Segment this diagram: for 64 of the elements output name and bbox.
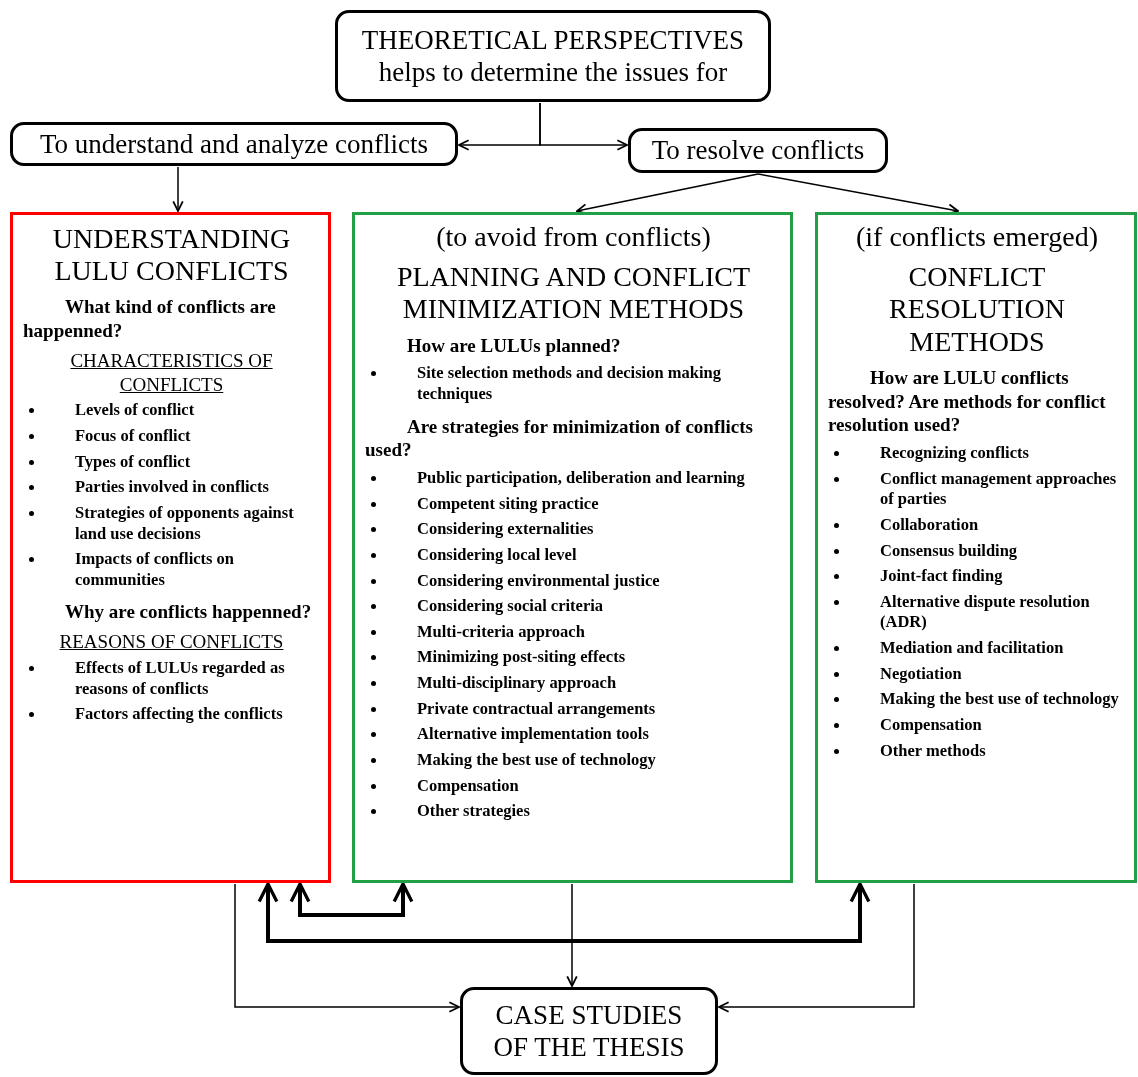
question-text: How are LULUs planned? — [406, 333, 622, 358]
panel-subtitle: (if conflicts emerged) — [854, 221, 1099, 254]
rounded-box — [335, 10, 771, 102]
box-label: To understand and analyze conflicts — [40, 127, 428, 161]
arrow — [539, 102, 628, 151]
bullet-item: Other strategies — [365, 801, 782, 822]
bullet-item: Private contractual arrangements — [365, 698, 782, 720]
arrow — [257, 882, 871, 943]
bullet-item: Competent siting practice — [365, 493, 782, 515]
bullet-item: Considering environmental justice — [365, 570, 782, 592]
panel-subtitle: (to avoid from conflicts) — [435, 221, 712, 254]
question-text: Why are conflicts happenned? — [64, 600, 313, 625]
rounded-box — [460, 987, 718, 1075]
rounded-box — [10, 122, 458, 166]
box-label: To resolve conflicts — [651, 134, 865, 167]
bullet-item: Considering externalities — [365, 519, 782, 540]
bullet-item: Parties involved in conflicts — [23, 477, 320, 498]
bullet-item: Compensation — [828, 714, 1126, 736]
bullet-item: Types of conflict — [23, 451, 320, 473]
bullet-item: Joint-fact finding — [828, 566, 1126, 587]
arrow — [172, 166, 184, 212]
section-heading: REASONS OF CONFLICTS — [58, 630, 285, 654]
question-text: How are LULU conflicts resolved? Are methods for conflict resolution used? — [828, 365, 1107, 437]
arrow — [718, 883, 915, 1013]
panel-heading: CONFLICT RESOLUTION METHODS — [888, 261, 1066, 358]
outlined-panel — [352, 212, 793, 883]
bullet-item: Considering local level — [365, 544, 782, 566]
arrow — [289, 882, 414, 917]
bullet-item: Site selection methods and decision making techniques — [365, 363, 782, 405]
bullet-item: Making the best use of technology — [828, 689, 1126, 710]
bullet-item: Effects of LULUs regarded as reasons of conflicts — [23, 657, 320, 700]
bullet-item: Other methods — [828, 740, 1126, 762]
outlined-panel — [10, 212, 331, 883]
bullet-item: Public participation, deliberation and learning — [365, 468, 782, 489]
bullet-item: Levels of conflict — [23, 400, 320, 421]
bullet-item: Conflict management approaches of parties — [828, 468, 1126, 510]
box-label: THEORETICAL PERSPECTIVES helps to determine the issues for — [360, 23, 746, 89]
panel-heading: UNDERSTANDING LULU CONFLICTS — [51, 223, 292, 288]
section-heading: CHARACTERISTICS OF CONFLICTS — [69, 348, 274, 397]
bullet-item: Recognizing conflicts — [828, 443, 1126, 464]
panel-heading: PLANNING AND CONFLICT MINIMIZATION METHODS — [395, 261, 752, 326]
question-text: What kind of conflicts are happenned? — [23, 295, 277, 343]
box-label: CASE STUDIES OF THE THESIS — [492, 998, 686, 1064]
outlined-panel — [815, 212, 1137, 883]
bullet-item: Alternative implementation tools — [365, 724, 782, 745]
rounded-box — [628, 128, 888, 173]
bullet-item: Focus of conflict — [23, 426, 320, 447]
bullet-item: Impacts of conflicts on communities — [23, 549, 320, 591]
bullet-item: Minimizing post-siting effects — [365, 647, 782, 669]
bullet-item: Negotiation — [828, 663, 1126, 685]
bullet-item: Compensation — [365, 775, 782, 797]
bullet-item: Multi-disciplinary approach — [365, 673, 782, 694]
question-text: Are strategies for minimization of conflicts used? — [365, 414, 754, 463]
bullet-item: Factors affecting the conflicts — [23, 704, 320, 725]
arrow — [234, 883, 460, 1013]
arrow — [566, 883, 578, 987]
bullet-item: Multi-criteria approach — [365, 621, 782, 643]
bullet-item: Considering social criteria — [365, 596, 782, 617]
bullet-item: Mediation and facilitation — [828, 638, 1126, 659]
bullet-item: Making the best use of technology — [365, 749, 782, 771]
bullet-item: Alternative dispute resolution (ADR) — [828, 591, 1126, 633]
bullet-item: Strategies of opponents against land use decisions — [23, 502, 320, 545]
bullet-item: Collaboration — [828, 514, 1126, 536]
bullet-item: Consensus building — [828, 540, 1126, 562]
